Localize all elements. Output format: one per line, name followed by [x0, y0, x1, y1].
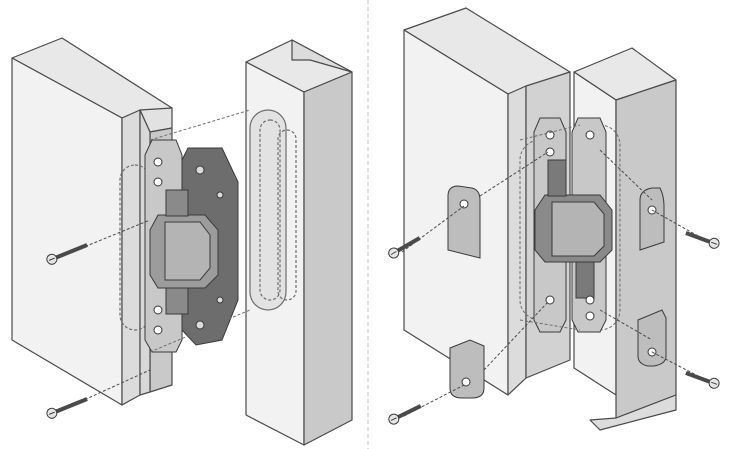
mounting-plate-icon [447, 185, 481, 259]
right-hinge [533, 117, 613, 333]
mounting-plate-icon [637, 309, 667, 367]
left-frame-block [245, 39, 353, 446]
screw-icon [388, 236, 421, 259]
screw-icon [388, 404, 422, 425]
left-upper-screw [46, 219, 151, 265]
screw-icon [685, 231, 720, 249]
right-upper-left-screw [388, 151, 549, 259]
upper-right-mounting-plate [639, 187, 665, 251]
right-lower-right-screw [599, 309, 720, 389]
lower-left-mounting-plate [449, 339, 485, 399]
mounting-plate-icon [449, 339, 485, 399]
right-panel [388, 7, 720, 431]
screw-icon [46, 243, 88, 265]
right-lower-left-screw [388, 301, 549, 425]
upper-left-mounting-plate [447, 185, 481, 259]
left-lower-screw [46, 369, 151, 419]
screw-icon [46, 397, 88, 419]
right-upper-right-screw [599, 149, 720, 249]
left-panel [11, 37, 353, 446]
screw-icon [685, 371, 720, 389]
left-hinge [144, 139, 239, 353]
mounting-plate-icon [639, 187, 665, 251]
